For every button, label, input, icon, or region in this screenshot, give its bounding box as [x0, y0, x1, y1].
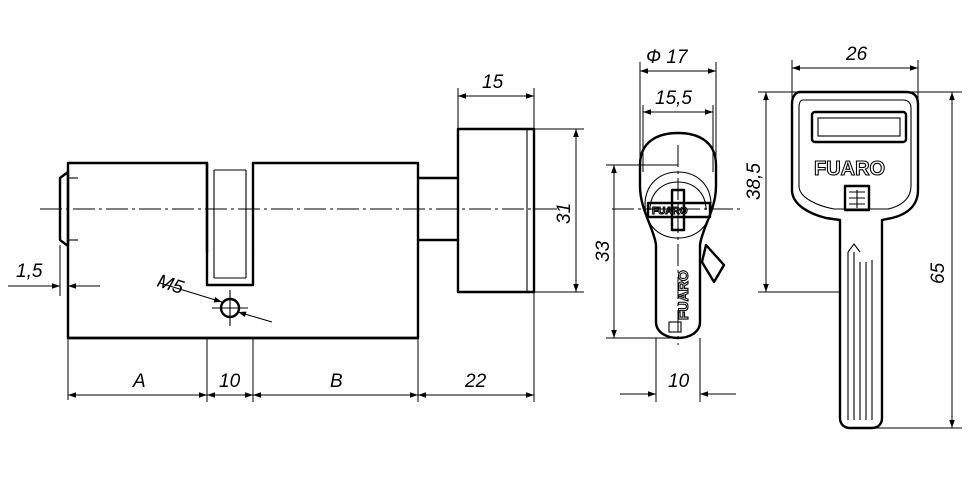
side-view-dimensions: 1,5 M5 A 10 B 22 15 31	[8, 72, 584, 402]
key-drawing: FUARO	[790, 90, 920, 430]
face-logo-small: FUARO	[652, 206, 688, 217]
cylinder-side-view	[40, 127, 560, 340]
key-head-height-label: 38,5	[744, 163, 765, 200]
profile-view-dimensions: Ф 17 15,5 33 10	[593, 47, 736, 402]
face-logo-vertical: FUARO	[675, 270, 691, 320]
key-width-label: 26	[845, 44, 868, 65]
length-b-label: B	[330, 371, 343, 392]
plug-diameter-label: 15,5	[655, 88, 692, 109]
length-a-label: A	[132, 371, 146, 392]
knob-shaft-label: 22	[464, 371, 487, 392]
offset-label: 1,5	[16, 261, 43, 282]
knob-diameter-label: 31	[554, 203, 575, 224]
key-length-label: 65	[928, 262, 949, 284]
key-dimensions: 26 38,5 65	[744, 44, 962, 429]
housing-diameter-label: Ф 17	[646, 47, 689, 68]
cylinder-profile-view: FUARO FUARO	[612, 131, 742, 345]
profile-width-label: 10	[668, 371, 690, 392]
profile-height-label: 33	[593, 240, 614, 262]
knob-width-label: 15	[482, 72, 504, 93]
screw-label: M5	[154, 271, 186, 299]
cam-width-label: 10	[219, 371, 241, 392]
key-logo: FUARO	[814, 158, 885, 180]
